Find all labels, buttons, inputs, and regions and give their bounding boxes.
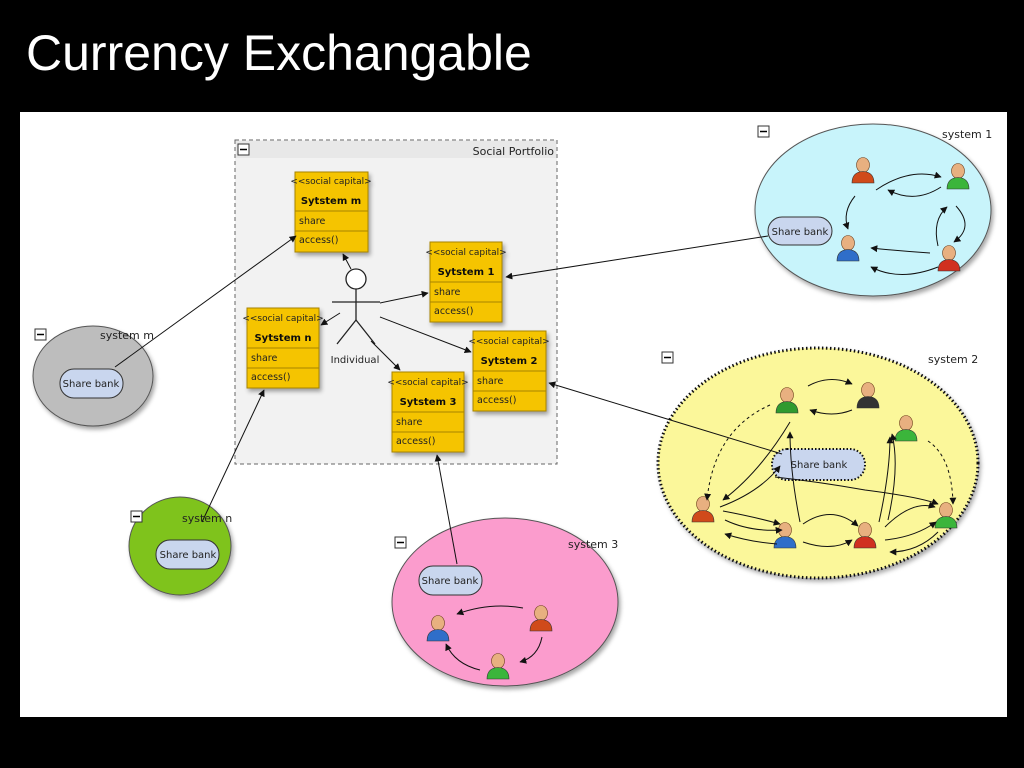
- share-bank-system-n[interactable]: Share bank: [155, 539, 220, 570]
- system-3-collapse-icon[interactable]: [394, 536, 407, 549]
- system-1-label: system 1: [942, 128, 992, 141]
- class-attr-share: share: [477, 376, 503, 387]
- class-name: Sytstem 1: [438, 267, 495, 278]
- share-bank-label: Share bank: [63, 379, 120, 390]
- slide-title: Currency Exchangable: [26, 25, 532, 81]
- class-box-system-n[interactable]: <<social capital> Sytstem n share access…: [242, 307, 324, 389]
- class-attr-access: access(): [396, 436, 435, 447]
- system-n-collapse-icon[interactable]: [130, 510, 143, 523]
- class-attr-share: share: [434, 287, 460, 298]
- share-bank-label: Share bank: [160, 550, 217, 561]
- system-m-label: system m: [100, 329, 154, 342]
- system-m-collapse-icon[interactable]: [34, 328, 47, 341]
- system-connectors: [114, 235, 783, 565]
- class-stereotype: <<social capital>: [290, 177, 371, 187]
- class-attr-access: access(): [477, 395, 516, 406]
- class-box-system-1[interactable]: <<social capital> Sytstem 1 share access…: [425, 241, 507, 323]
- system-1-ellipse: [754, 123, 992, 297]
- system-2-collapse-icon[interactable]: [661, 351, 674, 364]
- individual-actor[interactable]: [332, 268, 380, 345]
- class-stereotype: <<social capital>: [425, 248, 506, 258]
- share-bank-label: Share bank: [422, 576, 479, 587]
- share-bank-system-2[interactable]: Share bank: [771, 448, 866, 481]
- share-bank-label: Share bank: [791, 460, 848, 471]
- class-box-system-2[interactable]: <<social capital> Sytstem 2 share access…: [468, 330, 550, 412]
- system-3-arrows: [445, 605, 543, 671]
- class-name: Sytstem 2: [481, 356, 538, 367]
- system-3-group: system 3 Share bank: [391, 517, 619, 687]
- class-stereotype: <<social capital>: [387, 378, 468, 388]
- system-n-label: system n: [182, 512, 232, 525]
- share-bank-system-1[interactable]: Share bank: [767, 216, 833, 246]
- system-3-label: system 3: [568, 538, 618, 551]
- diagram-svg: Social Portfolio <<social capital> Sytst…: [32, 123, 992, 687]
- class-name: Sytstem n: [254, 333, 311, 344]
- class-attr-share: share: [299, 216, 325, 227]
- share-bank-system-m[interactable]: Share bank: [59, 368, 124, 399]
- class-box-system-3[interactable]: <<social capital> Sytstem 3 share access…: [387, 371, 469, 453]
- system-m-group: system m Share bank: [32, 325, 154, 427]
- share-bank-system-3[interactable]: Share bank: [418, 565, 483, 596]
- actor-label: Individual: [331, 355, 380, 366]
- class-attr-share: share: [396, 417, 422, 428]
- portfolio-label: Social Portfolio: [473, 145, 555, 158]
- class-attr-access: access(): [299, 235, 338, 246]
- class-stereotype: <<social capital>: [242, 314, 323, 324]
- class-attr-access: access(): [251, 372, 290, 383]
- system-1-group: system 1 Share bank: [754, 123, 992, 297]
- share-bank-label: Share bank: [772, 227, 829, 238]
- system-n-group: system n Share bank: [128, 496, 232, 596]
- portfolio-collapse-icon[interactable]: [237, 143, 250, 156]
- system-2-group: system 2 Share bank: [656, 346, 980, 580]
- class-stereotype: <<social capital>: [468, 337, 549, 347]
- class-name: Sytstem 3: [400, 397, 457, 408]
- system-2-arrows: [704, 378, 957, 556]
- system-1-collapse-icon[interactable]: [757, 125, 770, 138]
- class-name: Sytstem m: [301, 196, 361, 207]
- class-attr-access: access(): [434, 306, 473, 317]
- system-1-arrows: [842, 171, 966, 275]
- class-attr-share: share: [251, 353, 277, 364]
- system-2-label: system 2: [928, 353, 978, 366]
- diagram-canvas: Social Portfolio <<social capital> Sytst…: [20, 112, 1007, 717]
- actor-arrows: [320, 253, 472, 371]
- class-box-system-m[interactable]: <<social capital> Sytstem m share access…: [290, 171, 372, 253]
